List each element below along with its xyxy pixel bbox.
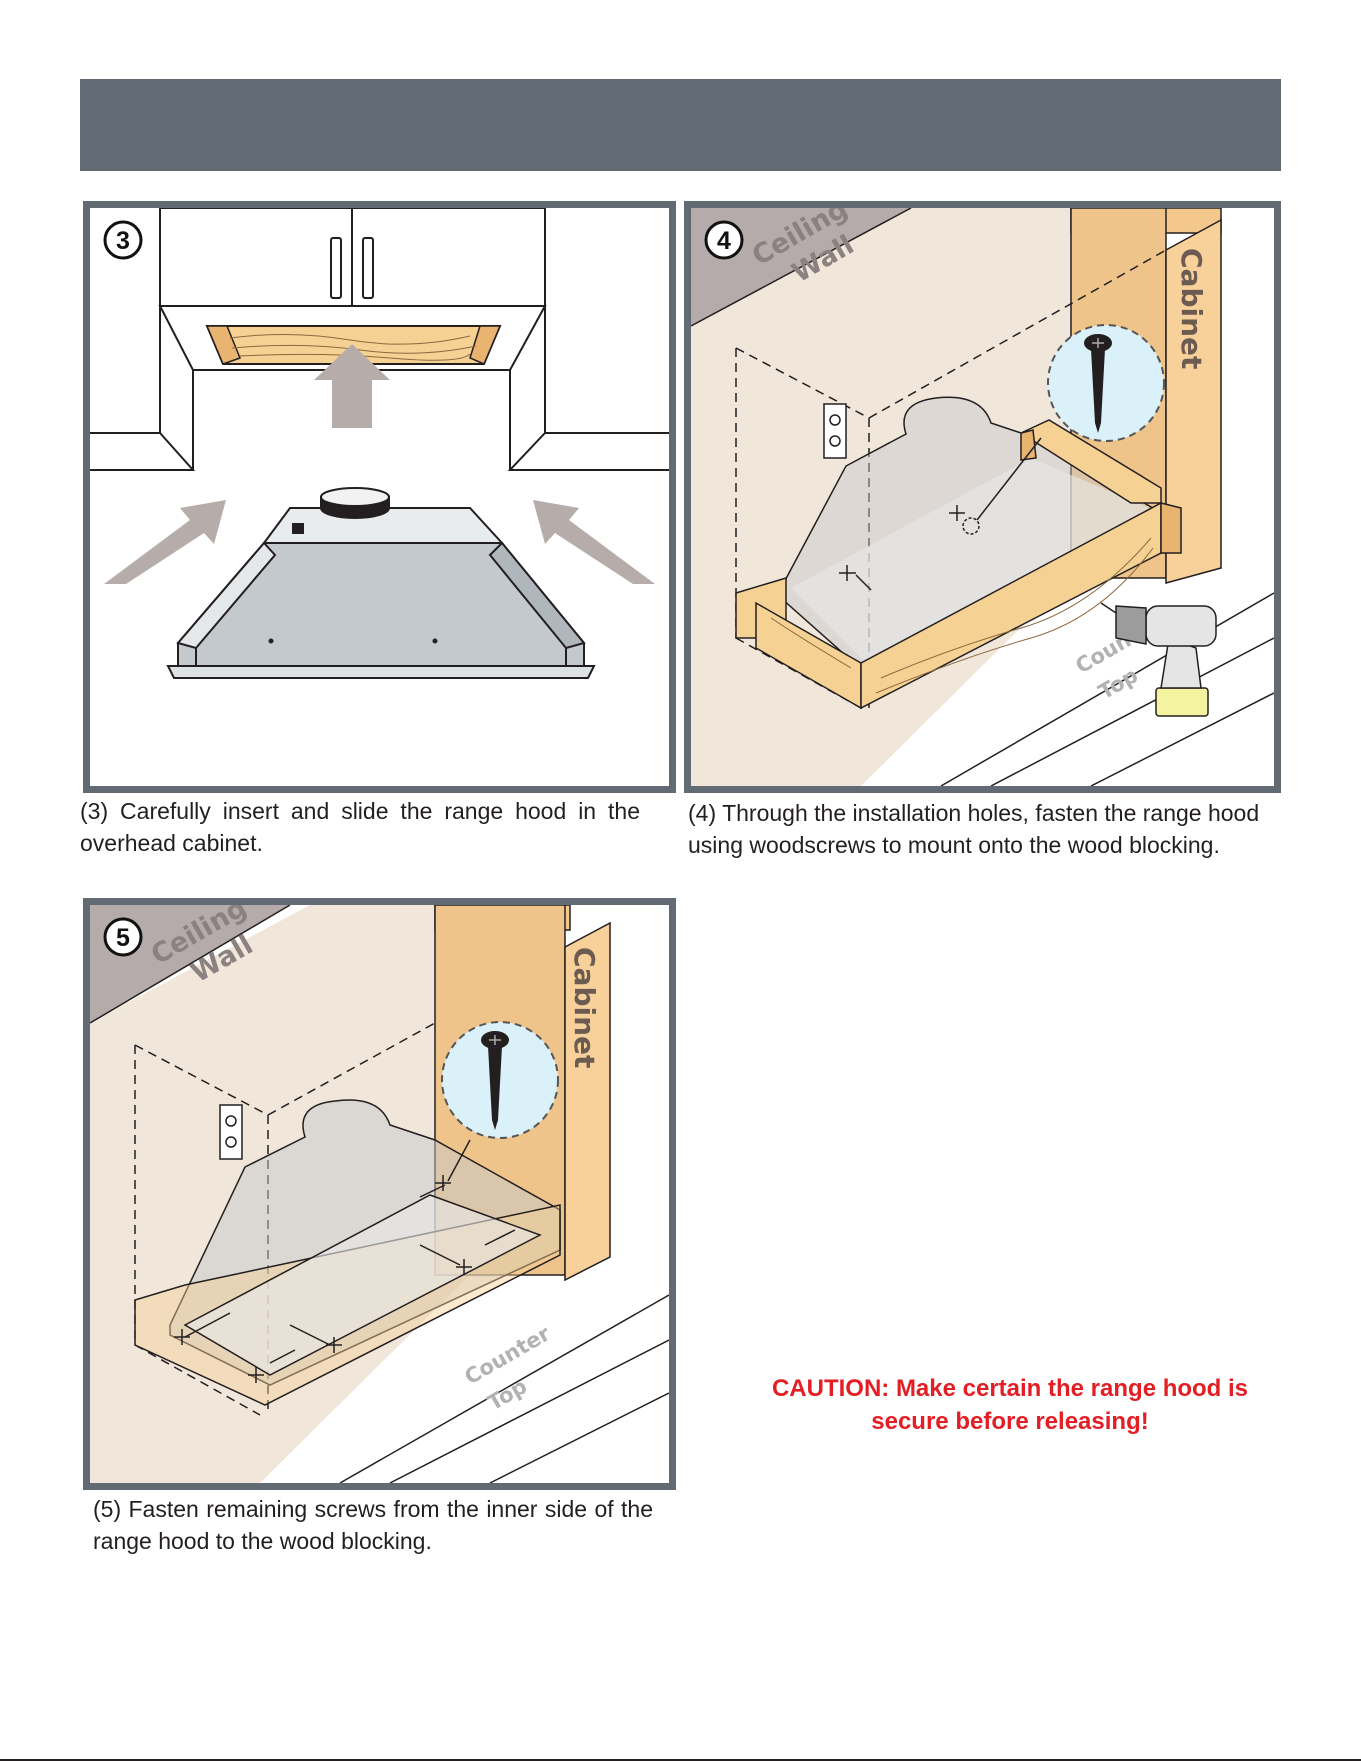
wood-blocking bbox=[205, 325, 502, 365]
screw-icon bbox=[481, 1031, 509, 1130]
screw-bubble bbox=[441, 1021, 559, 1139]
outlet-icon bbox=[219, 1104, 243, 1160]
ceiling bbox=[691, 208, 912, 327]
step-3-number: 3 bbox=[116, 227, 130, 255]
caution-line-1: CAUTION: Make certain the range hood is bbox=[771, 1375, 1249, 1402]
step-3-svg: 3 bbox=[90, 208, 669, 786]
step-4-svg: Counter Top bbox=[691, 208, 1274, 786]
step-4-number: 4 bbox=[717, 227, 731, 255]
arrow-diagonal-icon bbox=[104, 500, 655, 584]
step-4-caption: (4) Through the installation holes, fast… bbox=[688, 800, 1260, 858]
header-bar bbox=[80, 79, 1281, 171]
screw-icon bbox=[1084, 334, 1112, 433]
step-5-illustration: Counter Top bbox=[83, 898, 676, 1490]
step-5-svg: Counter Top bbox=[90, 905, 669, 1483]
range-hood bbox=[166, 487, 596, 679]
screw-bubble bbox=[1047, 324, 1165, 442]
step-3-illustration: 3 bbox=[83, 201, 676, 793]
upper-cabinet bbox=[159, 208, 546, 307]
arrow-up-icon bbox=[314, 344, 390, 428]
step-4-illustration: Counter Top bbox=[684, 201, 1281, 793]
cabinet-label: Cabinet bbox=[1175, 248, 1208, 369]
drill-icon bbox=[1100, 602, 1217, 717]
step-5-number: 5 bbox=[116, 924, 130, 952]
wood-blocking bbox=[735, 419, 1182, 710]
counter-top bbox=[339, 1294, 669, 1483]
caution-note: CAUTION: Make certain the range hood is … bbox=[735, 1372, 1285, 1438]
outlet-icon bbox=[823, 403, 847, 459]
cabinet-label: Cabinet bbox=[568, 947, 601, 1068]
caution-line-2: secure before releasing! bbox=[871, 1408, 1149, 1435]
footer-rule bbox=[0, 1759, 1361, 1761]
screw-markers bbox=[839, 437, 1042, 591]
step-5-badge: 5 bbox=[103, 917, 143, 957]
range-hood bbox=[134, 1099, 561, 1406]
step-5-caption: (5) Fasten remaining screws from the inn… bbox=[93, 1496, 653, 1554]
screw-markers bbox=[174, 1139, 516, 1383]
step-3-caption: (3) Carefully insert and slide the range… bbox=[80, 798, 640, 856]
counter-top bbox=[940, 592, 1274, 786]
step-4-badge: 4 bbox=[704, 220, 744, 260]
step-3-badge: 3 bbox=[103, 220, 143, 260]
